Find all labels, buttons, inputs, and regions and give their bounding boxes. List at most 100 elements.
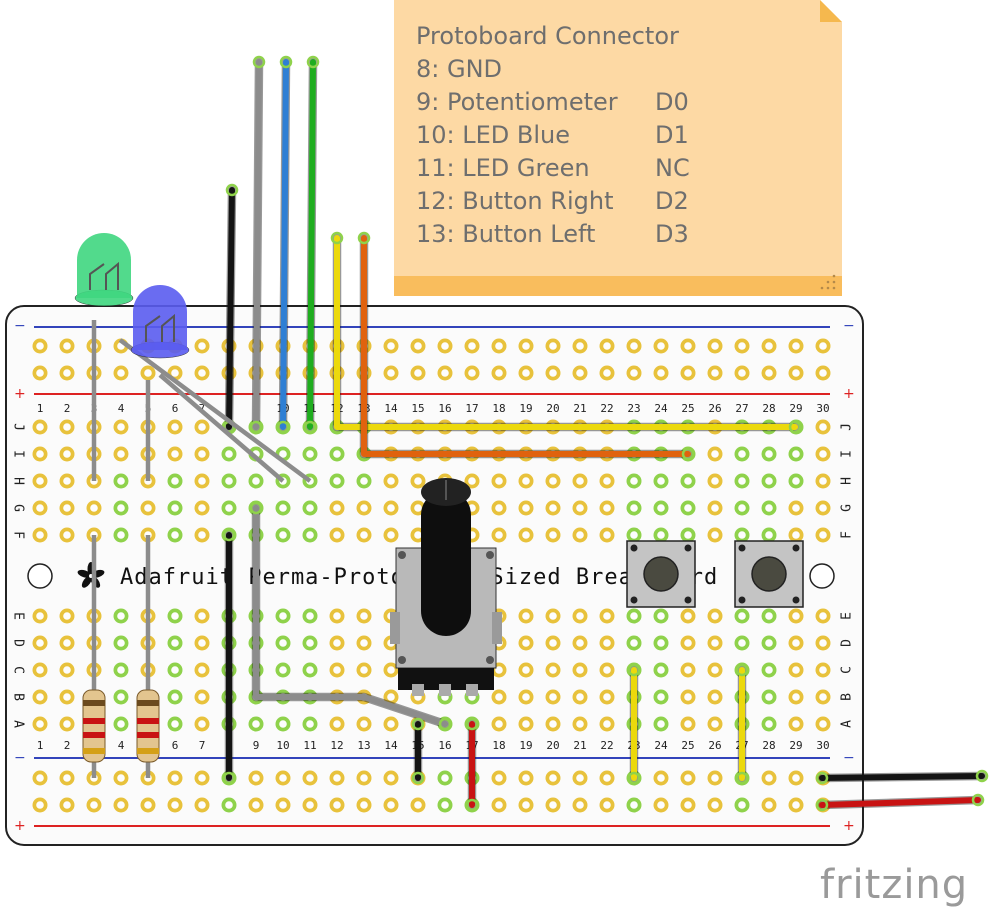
hole-center <box>63 450 71 458</box>
note-line-pin: D0 <box>655 88 689 116</box>
hole-center <box>306 612 314 620</box>
hole-center <box>495 342 503 350</box>
hole-center <box>333 531 341 539</box>
push-button-left <box>626 540 696 608</box>
hole-center <box>171 639 179 647</box>
hole-center <box>657 666 665 674</box>
hole-center <box>306 450 314 458</box>
hole-center <box>198 693 206 701</box>
hole-center <box>765 369 773 377</box>
hole-center <box>117 666 125 674</box>
hole-center <box>333 720 341 728</box>
hole-center <box>549 531 557 539</box>
hole-center <box>765 342 773 350</box>
row-letter: G <box>840 504 855 512</box>
hole-center <box>765 504 773 512</box>
hole-center <box>711 369 719 377</box>
note-line-pin: NC <box>655 154 690 182</box>
row-letter: B <box>840 693 855 701</box>
wire-blue <box>280 59 289 430</box>
row-letter: I <box>11 450 26 458</box>
hole-center <box>198 423 206 431</box>
column-number: 10 <box>276 739 289 752</box>
hole-center <box>819 531 827 539</box>
column-number: 7 <box>199 739 206 752</box>
hole-center <box>522 666 530 674</box>
hole-center <box>36 720 44 728</box>
hole-center <box>765 720 773 728</box>
hole-center <box>684 369 692 377</box>
hole-center <box>576 801 584 809</box>
button-pin <box>684 596 692 604</box>
hole-center <box>549 477 557 485</box>
hole-center <box>522 369 530 377</box>
hole-center <box>711 450 719 458</box>
hole-center <box>603 477 611 485</box>
hole-center <box>144 504 152 512</box>
pot-tab <box>390 612 400 644</box>
hole-center <box>576 693 584 701</box>
hole-center <box>198 450 206 458</box>
hole-center <box>657 531 665 539</box>
hole-center <box>252 774 260 782</box>
column-number: 19 <box>519 402 532 415</box>
push-button-right <box>734 540 804 608</box>
hole-center <box>819 612 827 620</box>
hole-center <box>387 720 395 728</box>
wire-green <box>307 59 316 430</box>
note-line-text: 10: LED Blue <box>416 121 571 149</box>
wire-end <box>222 528 236 542</box>
resistor-band <box>137 700 159 706</box>
hole-center <box>792 639 800 647</box>
column-number: 15 <box>411 402 424 415</box>
column-number: 27 <box>735 402 748 415</box>
hole-center <box>522 774 530 782</box>
mounting-hole <box>27 563 53 589</box>
hole-center <box>765 774 773 782</box>
hole-center <box>630 477 638 485</box>
button-pin <box>738 596 746 604</box>
hole-center <box>657 369 665 377</box>
column-number: 22 <box>600 402 613 415</box>
hole-center <box>711 774 719 782</box>
hole-center <box>63 342 71 350</box>
hole-center <box>63 693 71 701</box>
hole-center <box>630 342 638 350</box>
hole-center <box>792 531 800 539</box>
hole-center <box>225 801 233 809</box>
hole-center <box>63 774 71 782</box>
hole-center <box>306 666 314 674</box>
note-line: 8: GND <box>416 53 736 86</box>
hole-center <box>657 801 665 809</box>
wire-end <box>971 793 985 807</box>
hole-center <box>36 477 44 485</box>
hole-center <box>117 423 125 431</box>
flower-petal <box>81 575 92 588</box>
hole-center <box>279 801 287 809</box>
hole-center <box>171 477 179 485</box>
column-number: 4 <box>118 739 125 752</box>
wire-end <box>357 231 371 245</box>
row-letter: F <box>11 531 26 539</box>
hole-center <box>360 774 368 782</box>
wire-end <box>627 771 641 785</box>
hole-center <box>495 531 503 539</box>
hole-center <box>333 450 341 458</box>
hole-center <box>36 693 44 701</box>
button-pin <box>684 544 692 552</box>
led-green <box>74 233 134 307</box>
hole-center <box>171 450 179 458</box>
hole-center <box>117 639 125 647</box>
hole-center <box>711 639 719 647</box>
column-number: 23 <box>627 402 640 415</box>
hole-center <box>765 612 773 620</box>
hole-center <box>441 369 449 377</box>
hole-center <box>306 801 314 809</box>
wire-end <box>306 55 320 69</box>
hole-center <box>792 450 800 458</box>
button-pin <box>792 596 800 604</box>
wire-end <box>735 663 749 677</box>
hole-center <box>765 693 773 701</box>
column-number: 25 <box>681 402 694 415</box>
